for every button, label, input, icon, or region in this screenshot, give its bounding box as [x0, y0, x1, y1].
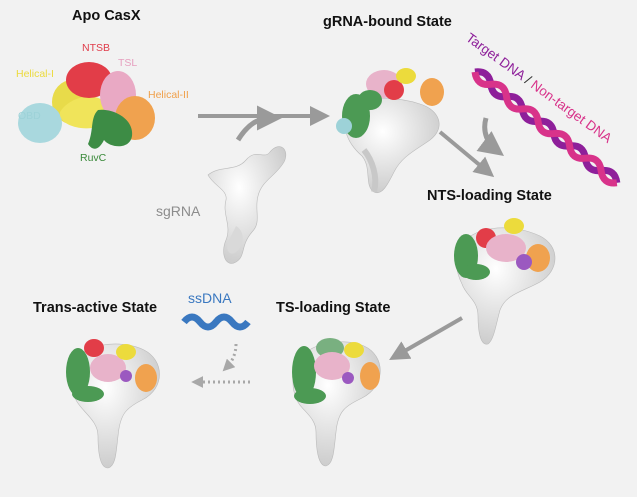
- sgrna-label: sgRNA: [156, 203, 201, 219]
- dna-duplex: [471, 68, 621, 187]
- tsl-domain: [486, 234, 526, 262]
- helical-i-domain: [504, 218, 524, 234]
- helical-ii-domain: [526, 244, 550, 272]
- ssdna-binding-arrow: [222, 343, 238, 372]
- ntsb-domain: [84, 339, 104, 357]
- target-dna-strand: [474, 68, 621, 184]
- ntsb-domain: [384, 80, 404, 100]
- apo-casx-title: Apo CasX: [72, 8, 141, 24]
- sgrna-binding-arrow: [235, 105, 282, 142]
- ts-loading-title: TS-loading State: [276, 300, 391, 316]
- helical-i-label: Helical-I: [16, 68, 54, 80]
- dna-density: [120, 370, 132, 382]
- tsl-label: TSL: [118, 57, 138, 69]
- ruvc-domain: [88, 109, 133, 149]
- ruvc-domain: [66, 348, 90, 396]
- helical-i-domain: [344, 342, 364, 358]
- nts-loading-structure: [454, 218, 556, 345]
- helical-i-domain: [396, 68, 416, 84]
- dna-binding-arrow: [476, 117, 504, 157]
- trans-active-structure: [66, 339, 160, 469]
- dna-density: [342, 372, 354, 384]
- non-target-dna-strand: [471, 71, 618, 187]
- apo-casx-structure: [18, 62, 155, 149]
- dna-density: [516, 254, 532, 270]
- ssdna-strand: [181, 313, 251, 331]
- obd-domain: [336, 118, 352, 134]
- helical-ii-label: Helical-II: [148, 89, 189, 101]
- helical-ii-domain: [420, 78, 444, 106]
- grna-to-nts-arrow: [438, 130, 495, 178]
- helical-ii-domain: [360, 362, 380, 390]
- grna-bound-structure: [336, 68, 444, 194]
- obd-domain: [18, 103, 62, 143]
- grna-bound-title: gRNA-bound State: [323, 14, 452, 30]
- tsl-domain: [90, 354, 126, 382]
- trans-active-title: Trans-active State: [33, 300, 158, 316]
- tsl-domain: [314, 352, 350, 380]
- nts-to-ts-arrow: [389, 316, 463, 360]
- ruvc-domain: [292, 346, 316, 398]
- helical-ii-domain: [135, 364, 157, 392]
- ssdna-label: ssDNA: [188, 290, 232, 306]
- helical-i-domain: [116, 344, 136, 360]
- ruvc-label: RuvC: [80, 152, 107, 164]
- ntsb-label: NTSB: [82, 42, 111, 54]
- ts-loading-structure: [292, 338, 381, 467]
- nts-loading-title: NTS-loading State: [427, 188, 552, 204]
- ntsb-domain: [66, 62, 112, 98]
- obd-label: OBD: [18, 110, 41, 122]
- sgrna-structure: [207, 146, 287, 264]
